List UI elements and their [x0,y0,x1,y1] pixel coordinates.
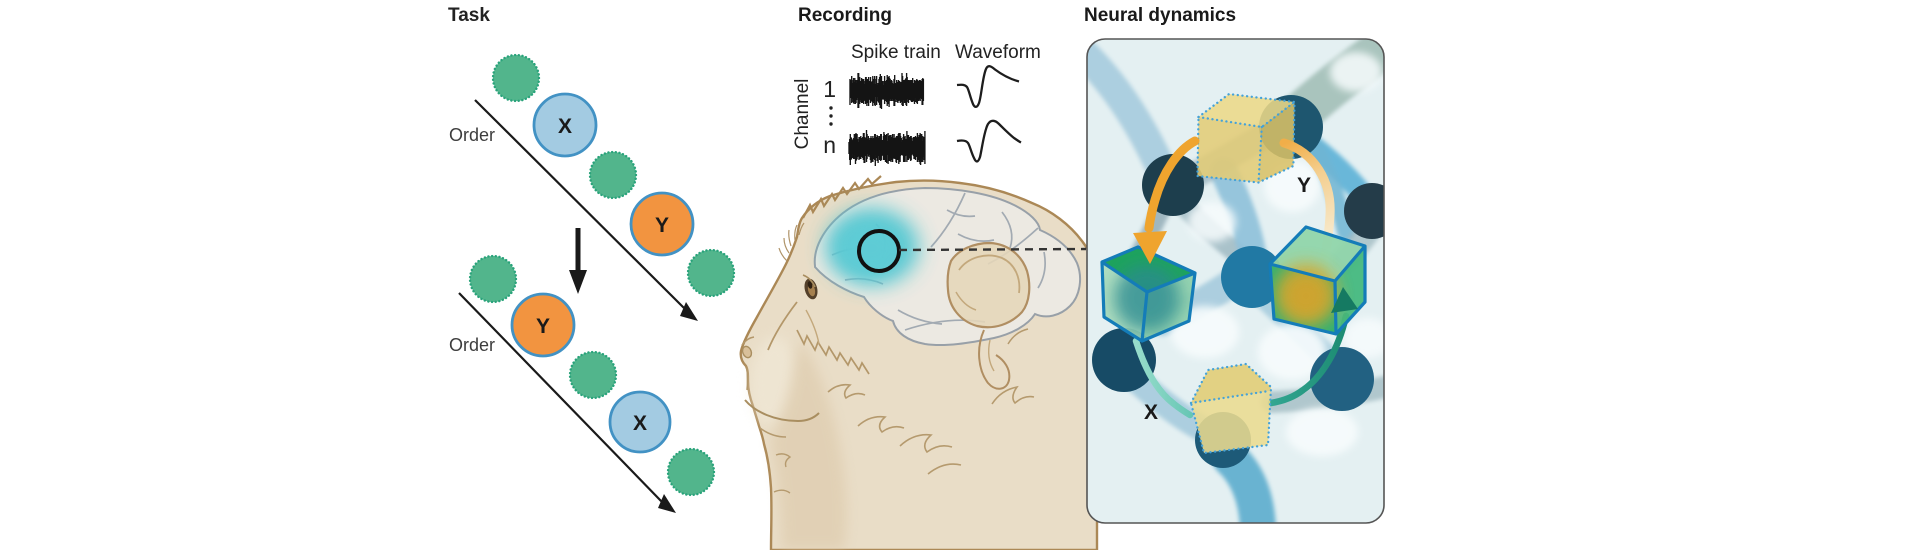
svg-text:X: X [1144,401,1158,424]
svg-text:Y: Y [1297,174,1311,197]
svg-text:1: 1 [823,76,836,102]
svg-text:Waveform: Waveform [955,42,1041,63]
svg-text:n: n [823,132,836,158]
svg-text:Neural dynamics: Neural dynamics [1084,5,1236,26]
svg-text:X: X [633,412,647,435]
svg-text:Task: Task [448,5,490,26]
svg-text:Order: Order [449,335,495,355]
svg-text:Order: Order [449,125,495,145]
svg-text:Y: Y [655,214,669,237]
svg-text:Channel: Channel [792,79,813,150]
svg-text:X: X [558,115,572,138]
svg-text:Y: Y [536,315,550,338]
svg-text:Spike train: Spike train [851,42,941,63]
svg-text:Recording: Recording [798,5,892,26]
